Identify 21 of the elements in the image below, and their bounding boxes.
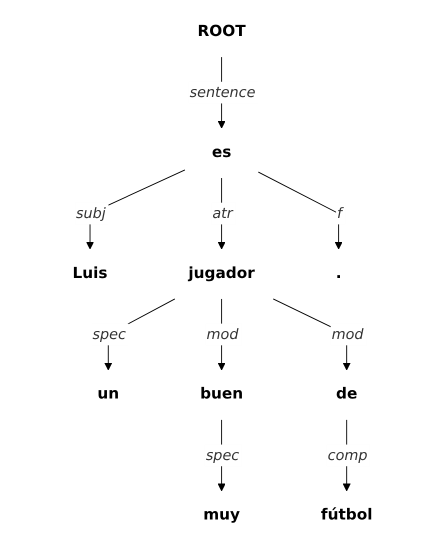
arrow: [258, 172, 343, 250]
edge-label: sentence: [190, 84, 256, 101]
edge-label: spec: [92, 325, 126, 343]
node-text: de: [336, 385, 358, 404]
edge-label: subj: [76, 204, 106, 222]
node-text: fútbol: [320, 506, 372, 524]
node-text: un: [97, 385, 120, 404]
node-text: es: [212, 143, 232, 162]
node-text: buen: [200, 385, 244, 404]
node-text: ROOT: [198, 22, 246, 40]
edge-label: f: [336, 204, 342, 222]
edge-label: mod: [206, 325, 238, 343]
node-text: Luis: [72, 264, 108, 282]
edge-label: spec: [206, 446, 240, 464]
edge-label: atr: [212, 204, 233, 222]
edge-label: comp: [328, 446, 368, 464]
edge-label: mod: [332, 325, 364, 343]
node-text: jugador: [188, 264, 255, 282]
arrow: [218, 178, 226, 250]
node-text: muy: [203, 506, 240, 524]
node-text: .: [336, 264, 342, 282]
